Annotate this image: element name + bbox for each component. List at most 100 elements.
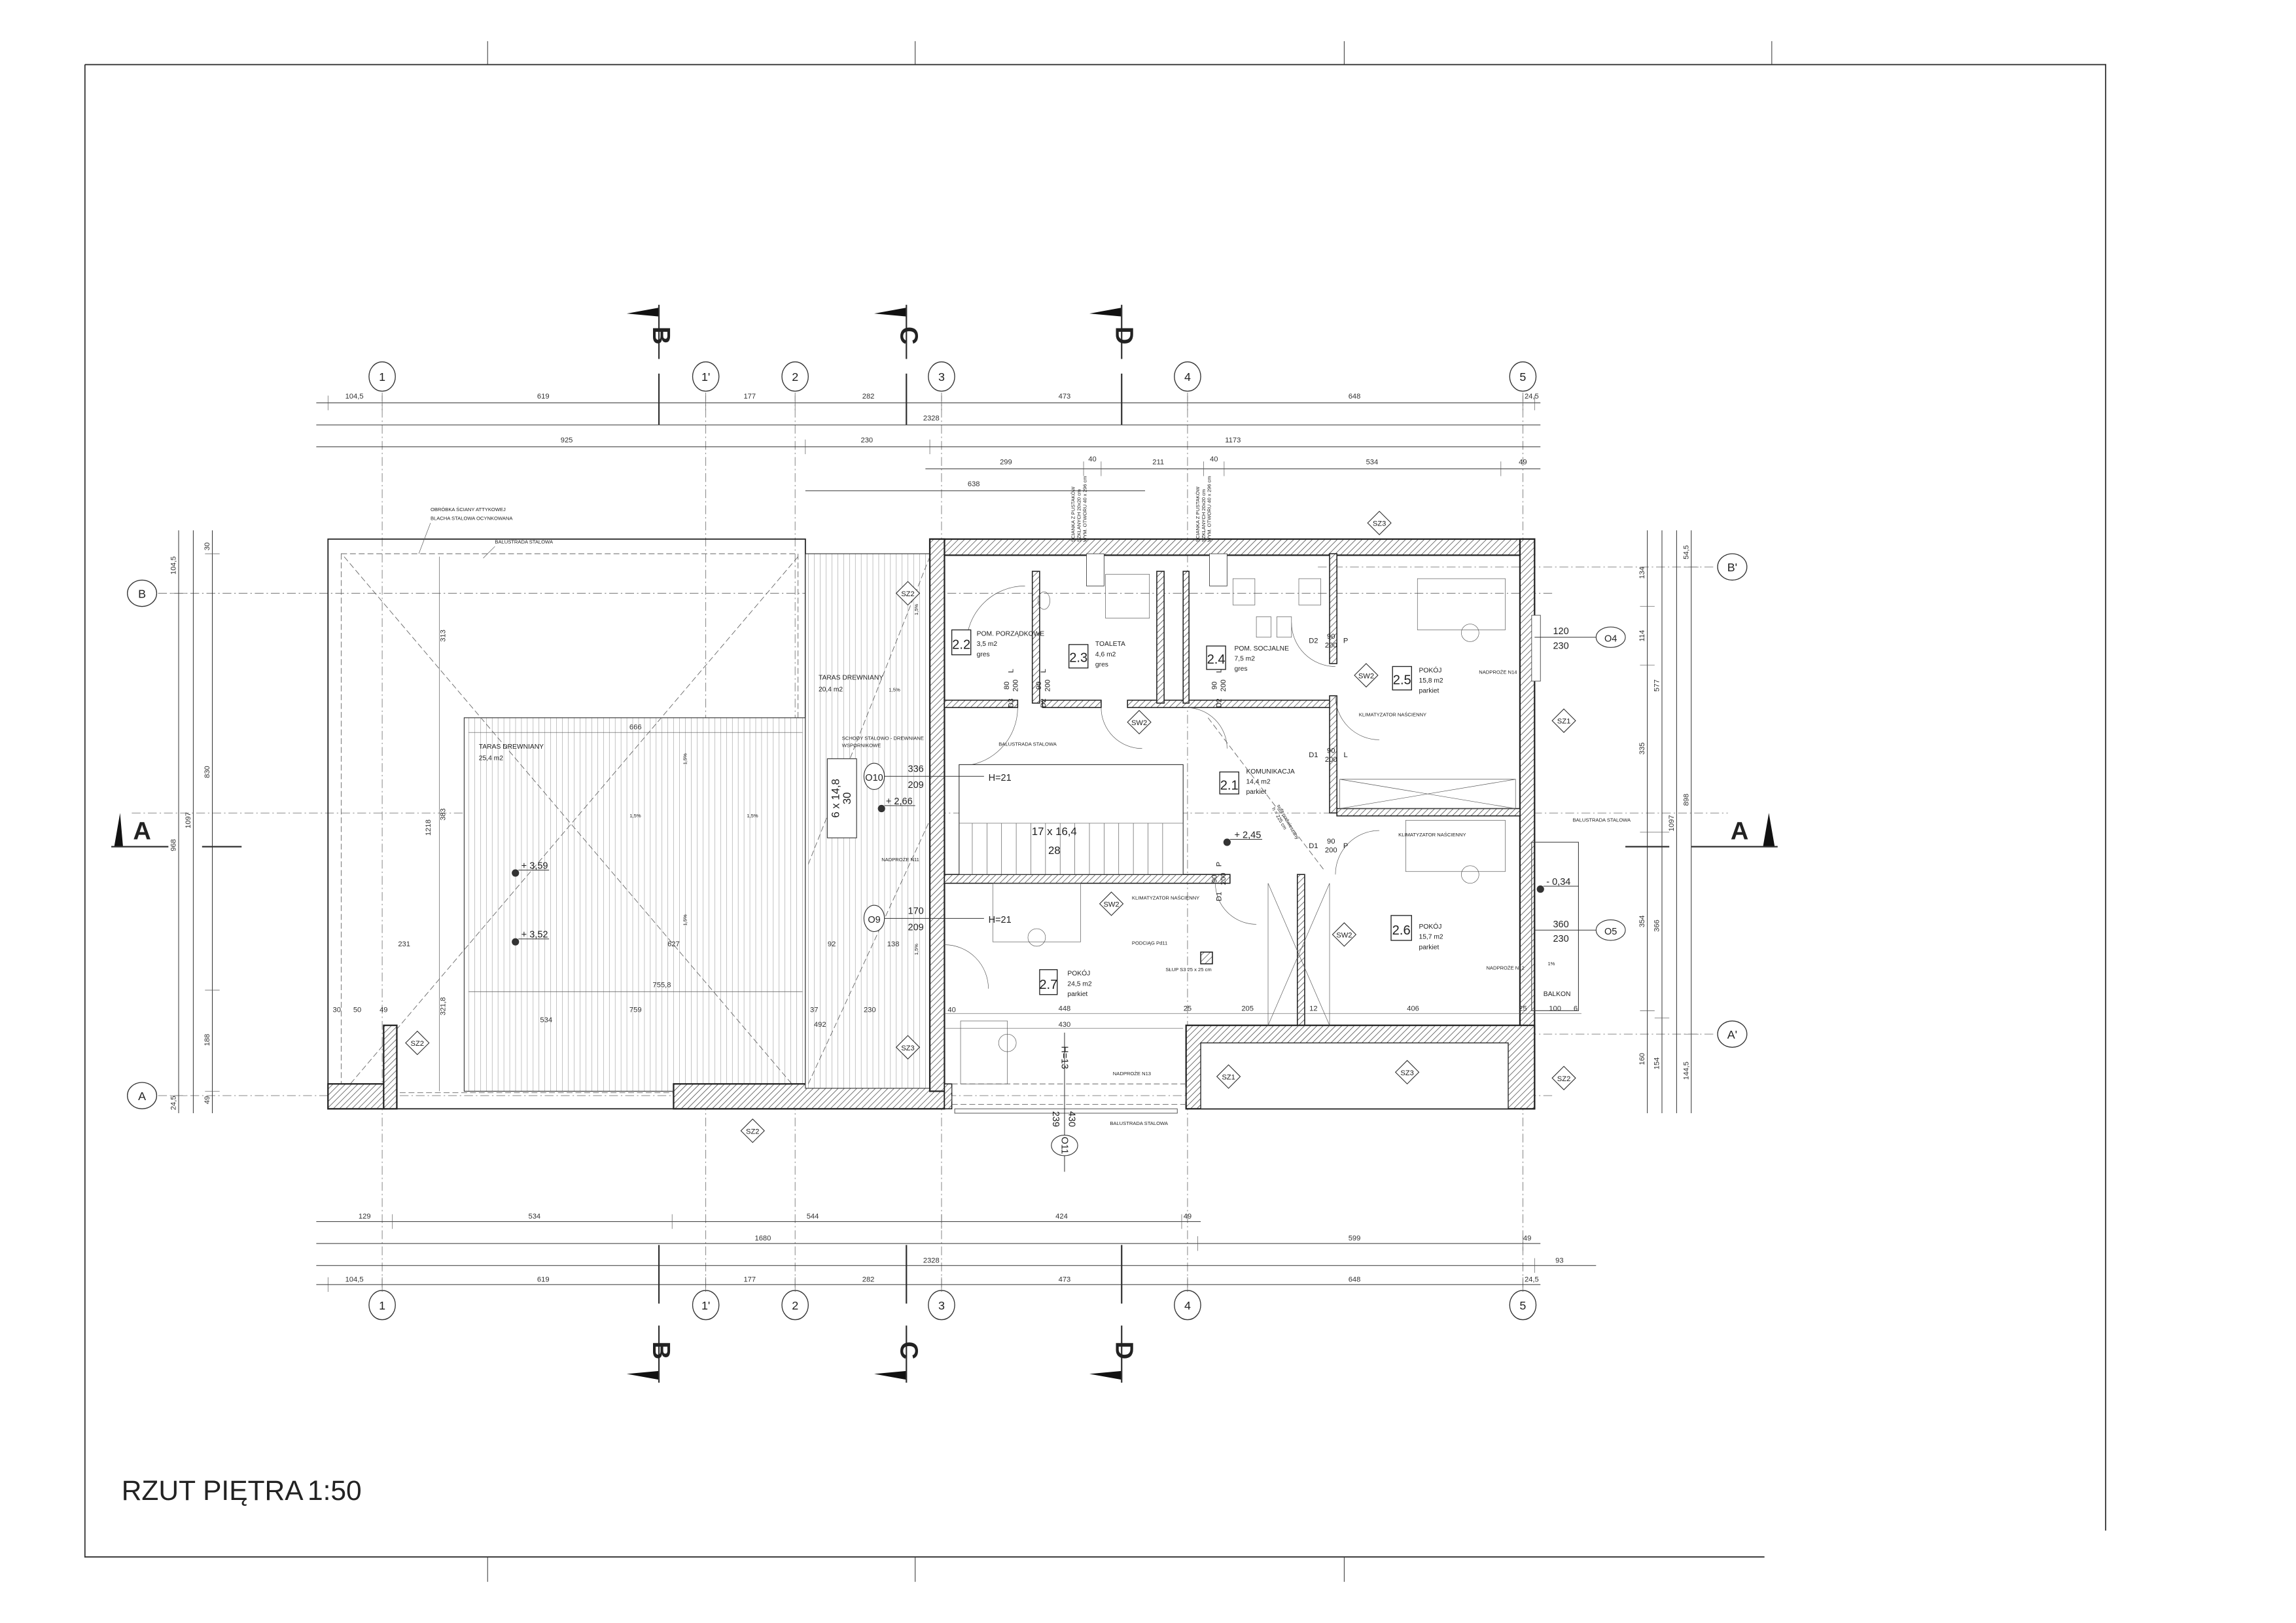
elevation-text: - 0,34 — [1546, 877, 1570, 887]
window-width: 430 — [1067, 1111, 1077, 1127]
window-sill: H=13 — [1059, 1046, 1069, 1069]
dim-text: 104,5 — [345, 393, 364, 401]
room-labels: 2.1 KOMUNIKACJA 14,4 m2 parkiet 2.2 POM.… — [951, 629, 1570, 998]
window-height: 230 — [1553, 641, 1568, 652]
elevation-mark: - 0,34 — [1536, 877, 1579, 893]
wall-type-tags: SZ2 SZ3 SW2 SZ1 SW2 SW2 SW2 SZ2 SZ3 SZ2 … — [405, 510, 1576, 1143]
note-glass-wall: ŚCIANKA Z PUSTAKÓW SZKLANYCH 20x20 cm WY… — [1070, 476, 1088, 542]
section-label-d: D — [1110, 327, 1137, 344]
window-tags: O4 120 230 O5 360 230 O10 336 209 H=21 O… — [863, 626, 1626, 1172]
window-height: 209 — [908, 922, 923, 933]
door-id: D1 — [1215, 892, 1223, 901]
door-side: P — [1215, 862, 1223, 866]
dim-text: 129 — [359, 1213, 371, 1221]
door-height: 200 — [1325, 756, 1337, 764]
window-id: O9 — [868, 915, 880, 925]
axis-label: B' — [1727, 561, 1737, 574]
note-line: SZKLANYCH 20x20 cm — [1201, 490, 1207, 543]
terrace-stair-zone: TARAS DREWNIANY 20,4 m2 6 x 14,8 30 SCHO… — [805, 553, 930, 1089]
room-2-5: 2.5 POKÓJ 15,8 m2 parkiet — [1392, 666, 1443, 695]
axis-label: 3 — [938, 1299, 945, 1312]
dim-text: 577 — [1653, 679, 1661, 692]
room-area: 24,5 m2 — [1067, 980, 1091, 988]
dim-text: 154 — [1653, 1058, 1661, 1070]
dim-text: 100 — [1549, 1005, 1561, 1012]
dim-text: 40 — [947, 1007, 955, 1014]
room-name: POM. PORZĄDKOWE — [977, 630, 1045, 637]
section-label-d: D — [1110, 1342, 1137, 1359]
wall-tag: SZ2 — [901, 590, 915, 598]
note-beam: PODCIĄG Pd11 — [1132, 940, 1167, 946]
door-side: P — [1343, 637, 1348, 645]
dim-text: 282 — [862, 1275, 875, 1283]
dim-text: 93 — [1555, 1257, 1563, 1264]
room-2-1: 2.1 KOMUNIKACJA 14,4 m2 parkiet — [1219, 768, 1295, 796]
door-width: 90 — [1035, 681, 1043, 689]
sheet-frame — [84, 41, 2106, 1582]
fixtures — [944, 574, 1506, 1084]
room-finish: parkiet — [1067, 991, 1087, 998]
room-dimensions: 40 448 430 25 205 12 406 25 100 6 — [944, 1005, 1581, 1029]
note-line: SZKLANYCH 20x20 cm — [1076, 490, 1082, 543]
door-id: D3 — [1008, 698, 1016, 707]
dim-text: 114 — [1638, 630, 1646, 642]
door-width: 90 — [1327, 633, 1335, 641]
dim-text: 619 — [537, 1275, 550, 1283]
dim-text: 92 — [828, 940, 836, 948]
note-ac: KLIMATYZATOR NAŚCIENNY — [1359, 712, 1426, 718]
drawing-title: RZUT PIĘTRA 1:50 — [122, 1476, 362, 1507]
dim-text: 473 — [1059, 393, 1071, 401]
dim-text: 366 — [1653, 919, 1661, 932]
terrace-name: TARAS DREWNIANY — [819, 675, 883, 682]
door-height: 200 — [1044, 679, 1052, 692]
note-balustrade: BALUSTRADA STALOWA — [495, 539, 554, 544]
elevation-text: + 2,45 — [1235, 830, 1262, 840]
stair-tread: 30 — [841, 793, 853, 805]
dim-text: 282 — [862, 393, 875, 401]
dim-text: 25 — [1519, 1005, 1527, 1012]
window-height: 230 — [1553, 934, 1568, 944]
window-id: O4 — [1604, 633, 1617, 644]
window-sill: H=21 — [989, 773, 1012, 783]
room-area: 4,6 m2 — [1095, 651, 1116, 658]
room-name: KOMUNIKACJA — [1246, 768, 1294, 776]
dim-text: 24,5 — [1525, 393, 1539, 401]
door-height: 200 — [1220, 679, 1227, 692]
room-name: POKÓJ — [1419, 922, 1442, 931]
wall-tag: SZ1 — [1222, 1074, 1235, 1082]
room-2-7: 2.7 POKÓJ 24,5 m2 parkiet — [1039, 969, 1092, 998]
room-finish: parkiet — [1246, 789, 1266, 796]
dim-text: 2328 — [923, 1257, 940, 1264]
dim-text: 335 — [1638, 742, 1646, 755]
section-label-c: C — [894, 327, 922, 344]
dim-text: 30 — [332, 1007, 340, 1014]
room-finish: gres — [1235, 666, 1248, 673]
wall-tag: SZ3 — [1373, 520, 1386, 528]
note-lintel: NADPROŻE N13 — [1113, 1071, 1151, 1077]
section-label-a: A — [133, 818, 150, 846]
dim-text: 648 — [1349, 1275, 1361, 1283]
dim-text: 755,8 — [653, 982, 671, 990]
section-markers: A A B C D B C D — [111, 304, 1778, 1383]
dim-text: 299 — [1000, 459, 1012, 467]
dim-text: 211 — [1152, 459, 1164, 467]
dim-text: 188 — [203, 1034, 211, 1046]
room-finish: parkiet — [1419, 944, 1439, 951]
slope-text: 1,5% — [913, 604, 919, 616]
door-side: L — [1215, 669, 1223, 673]
door-width: 90 — [1327, 747, 1335, 755]
section-label-a: A — [1731, 818, 1748, 846]
axis-label: 2 — [792, 370, 798, 383]
dim-text: 424 — [1055, 1213, 1068, 1221]
dim-text: 534 — [540, 1016, 552, 1024]
room-number: 2.4 — [1207, 652, 1226, 667]
slope-text: 1,5% — [682, 753, 688, 765]
dim-text: 759 — [629, 1007, 642, 1014]
axis-label: 5 — [1519, 370, 1526, 383]
stair-tread: 28 — [1048, 844, 1061, 857]
wall-tag: SZ2 — [746, 1128, 760, 1135]
note-glass-wall: ŚCIANKA Z PUSTAKÓW SZKLANYCH 20x20 cm WY… — [1195, 476, 1212, 542]
dim-text: 1173 — [1225, 437, 1241, 444]
dim-text: 534 — [529, 1213, 541, 1221]
